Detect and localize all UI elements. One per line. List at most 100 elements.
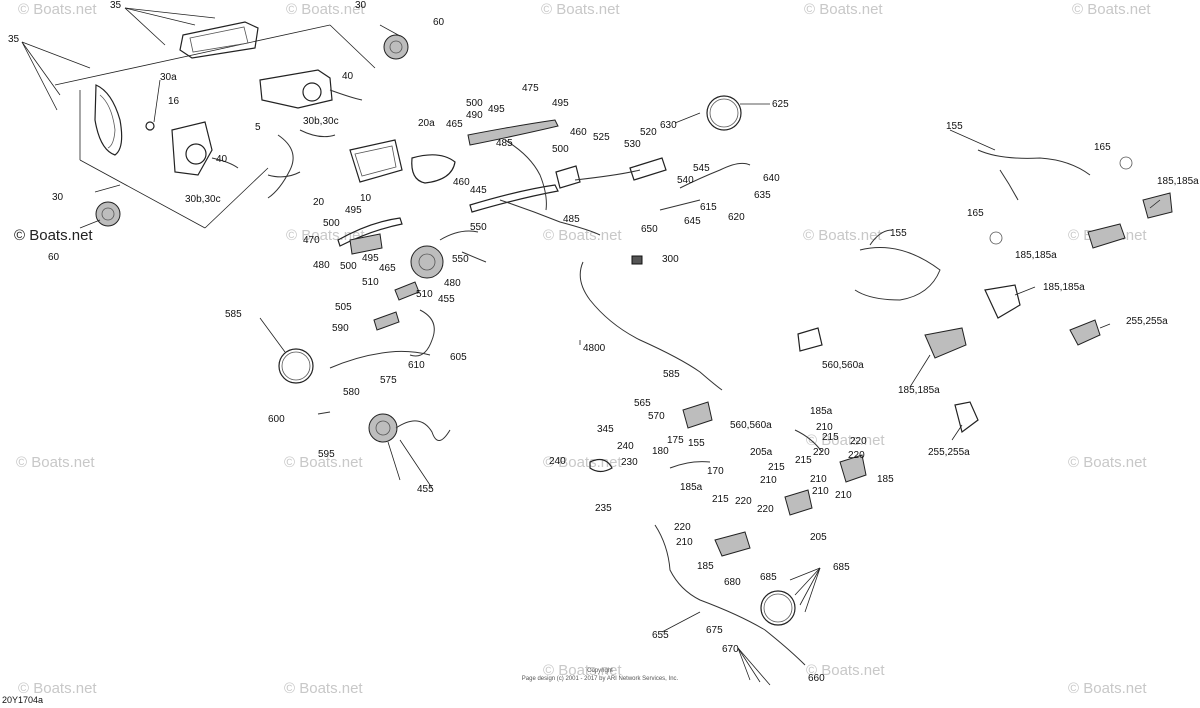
callout-label: 155 [946, 121, 963, 132]
callout-label: 155 [688, 438, 705, 449]
callout-label: 680 [724, 577, 741, 588]
callout-label: 625 [772, 99, 789, 110]
callout-label: 185 [697, 561, 714, 572]
callout-label: 30b,30c [185, 194, 221, 205]
watermarks: © Boats.net © Boats.net © Boats.net © Bo… [14, 1, 1151, 697]
callout-label: 220 [850, 436, 867, 447]
callout-label: 20a [418, 118, 435, 129]
callout-label: 460 [570, 127, 587, 138]
callout-label: 660 [808, 673, 825, 684]
callout-label: 220 [848, 450, 865, 461]
leader-lines [21, 7, 1161, 686]
watermark: © Boats.net [18, 680, 97, 697]
left-speaker-parts [278, 348, 451, 443]
handlebar-parts [467, 95, 751, 236]
left-grip-parts [337, 217, 487, 357]
callout-label: 495 [488, 104, 505, 115]
callout-label: 495 [362, 253, 379, 264]
watermark: © Boats.net [541, 1, 620, 18]
callout-label: 16 [168, 96, 180, 107]
callout-label: 465 [379, 263, 396, 274]
callout-label: 470 [303, 235, 320, 246]
callout-label: 610 [408, 360, 425, 371]
watermark: © Boats.net [1068, 454, 1147, 471]
callout-label: 475 [522, 83, 539, 94]
main-harness [579, 255, 723, 391]
watermark: © Boats.net [806, 432, 885, 449]
callout-label: 210 [835, 490, 852, 501]
callout-label: 455 [438, 294, 455, 305]
callout-label: 485 [496, 138, 513, 149]
watermark: © Boats.net [543, 454, 622, 471]
callout-label: 575 [380, 375, 397, 386]
callout-label: 30b,30c [303, 116, 339, 127]
watermark: © Boats.net [14, 227, 93, 244]
callout-label: 220 [757, 504, 774, 515]
callout-label: 215 [822, 432, 839, 443]
callout-label: 630 [660, 120, 677, 131]
callout-label: 495 [552, 98, 569, 109]
callout-label: 215 [768, 462, 785, 473]
callout-label: 550 [452, 254, 469, 265]
callout-label: 230 [621, 457, 638, 468]
callout-label: 480 [444, 278, 461, 289]
callout-label: 235 [595, 503, 612, 514]
callout-label: 10 [360, 193, 372, 204]
callout-labels: 35 30 60 35 30a 16 40 30b,30c 30b,30c 40… [8, 0, 1199, 684]
callout-label: 35 [8, 34, 20, 45]
callout-label: 585 [663, 369, 680, 380]
callout-label: 35 [110, 0, 122, 11]
callout-label: 510 [362, 277, 379, 288]
callout-label: 185 [877, 474, 894, 485]
callout-label: 165 [1094, 142, 1111, 153]
callout-label: 460 [453, 177, 470, 188]
callout-label: 185a [810, 406, 833, 417]
callout-label: 185,185a [1015, 250, 1057, 261]
callout-label: 30a [160, 72, 177, 83]
watermark: © Boats.net [806, 662, 885, 679]
callout-label: 590 [332, 323, 349, 334]
callout-label: 500 [323, 218, 340, 229]
callout-label: 570 [648, 411, 665, 422]
callout-label: 670 [722, 644, 739, 655]
callout-label: 60 [433, 17, 445, 28]
callout-label: 40 [342, 71, 354, 82]
callout-label: 685 [833, 562, 850, 573]
watermark: © Boats.net [18, 1, 97, 18]
callout-label: 595 [318, 449, 335, 460]
callout-label: 255,255a [1126, 316, 1168, 327]
callout-label: 220 [674, 522, 691, 533]
callout-label: 445 [470, 185, 487, 196]
callout-label: 220 [735, 496, 752, 507]
callout-label: 345 [597, 424, 614, 435]
callout-label: 500 [466, 98, 483, 109]
callout-label: 170 [707, 466, 724, 477]
callout-label: 180 [652, 446, 669, 457]
callout-label: 550 [470, 222, 487, 233]
callout-label: 165 [967, 208, 984, 219]
watermark: © Boats.net [804, 1, 883, 18]
watermark: © Boats.net [803, 227, 882, 244]
callout-label: 540 [677, 175, 694, 186]
callout-label: 615 [700, 202, 717, 213]
callout-label: 675 [706, 625, 723, 636]
callout-label: 175 [667, 435, 684, 446]
callout-label: 600 [268, 414, 285, 425]
callout-label: 480 [313, 260, 330, 271]
instrument-cluster [267, 129, 456, 199]
callout-label: 210 [816, 422, 833, 433]
callout-label: 255,255a [928, 447, 970, 458]
callout-label: 240 [549, 456, 566, 467]
watermark: © Boats.net [286, 1, 365, 18]
callout-label: 205 [810, 532, 827, 543]
callout-label: 5 [255, 122, 261, 133]
callout-label: 560,560a [822, 360, 864, 371]
callout-label: 585 [225, 309, 242, 320]
callout-label: 565 [634, 398, 651, 409]
callout-label: 490 [466, 110, 483, 121]
mirror-assembly [94, 21, 409, 227]
callout-label: 455 [417, 484, 434, 495]
callout-label: 30 [52, 192, 64, 203]
copyright-line-1: Copyright [587, 668, 613, 674]
callout-label: 185,185a [898, 385, 940, 396]
